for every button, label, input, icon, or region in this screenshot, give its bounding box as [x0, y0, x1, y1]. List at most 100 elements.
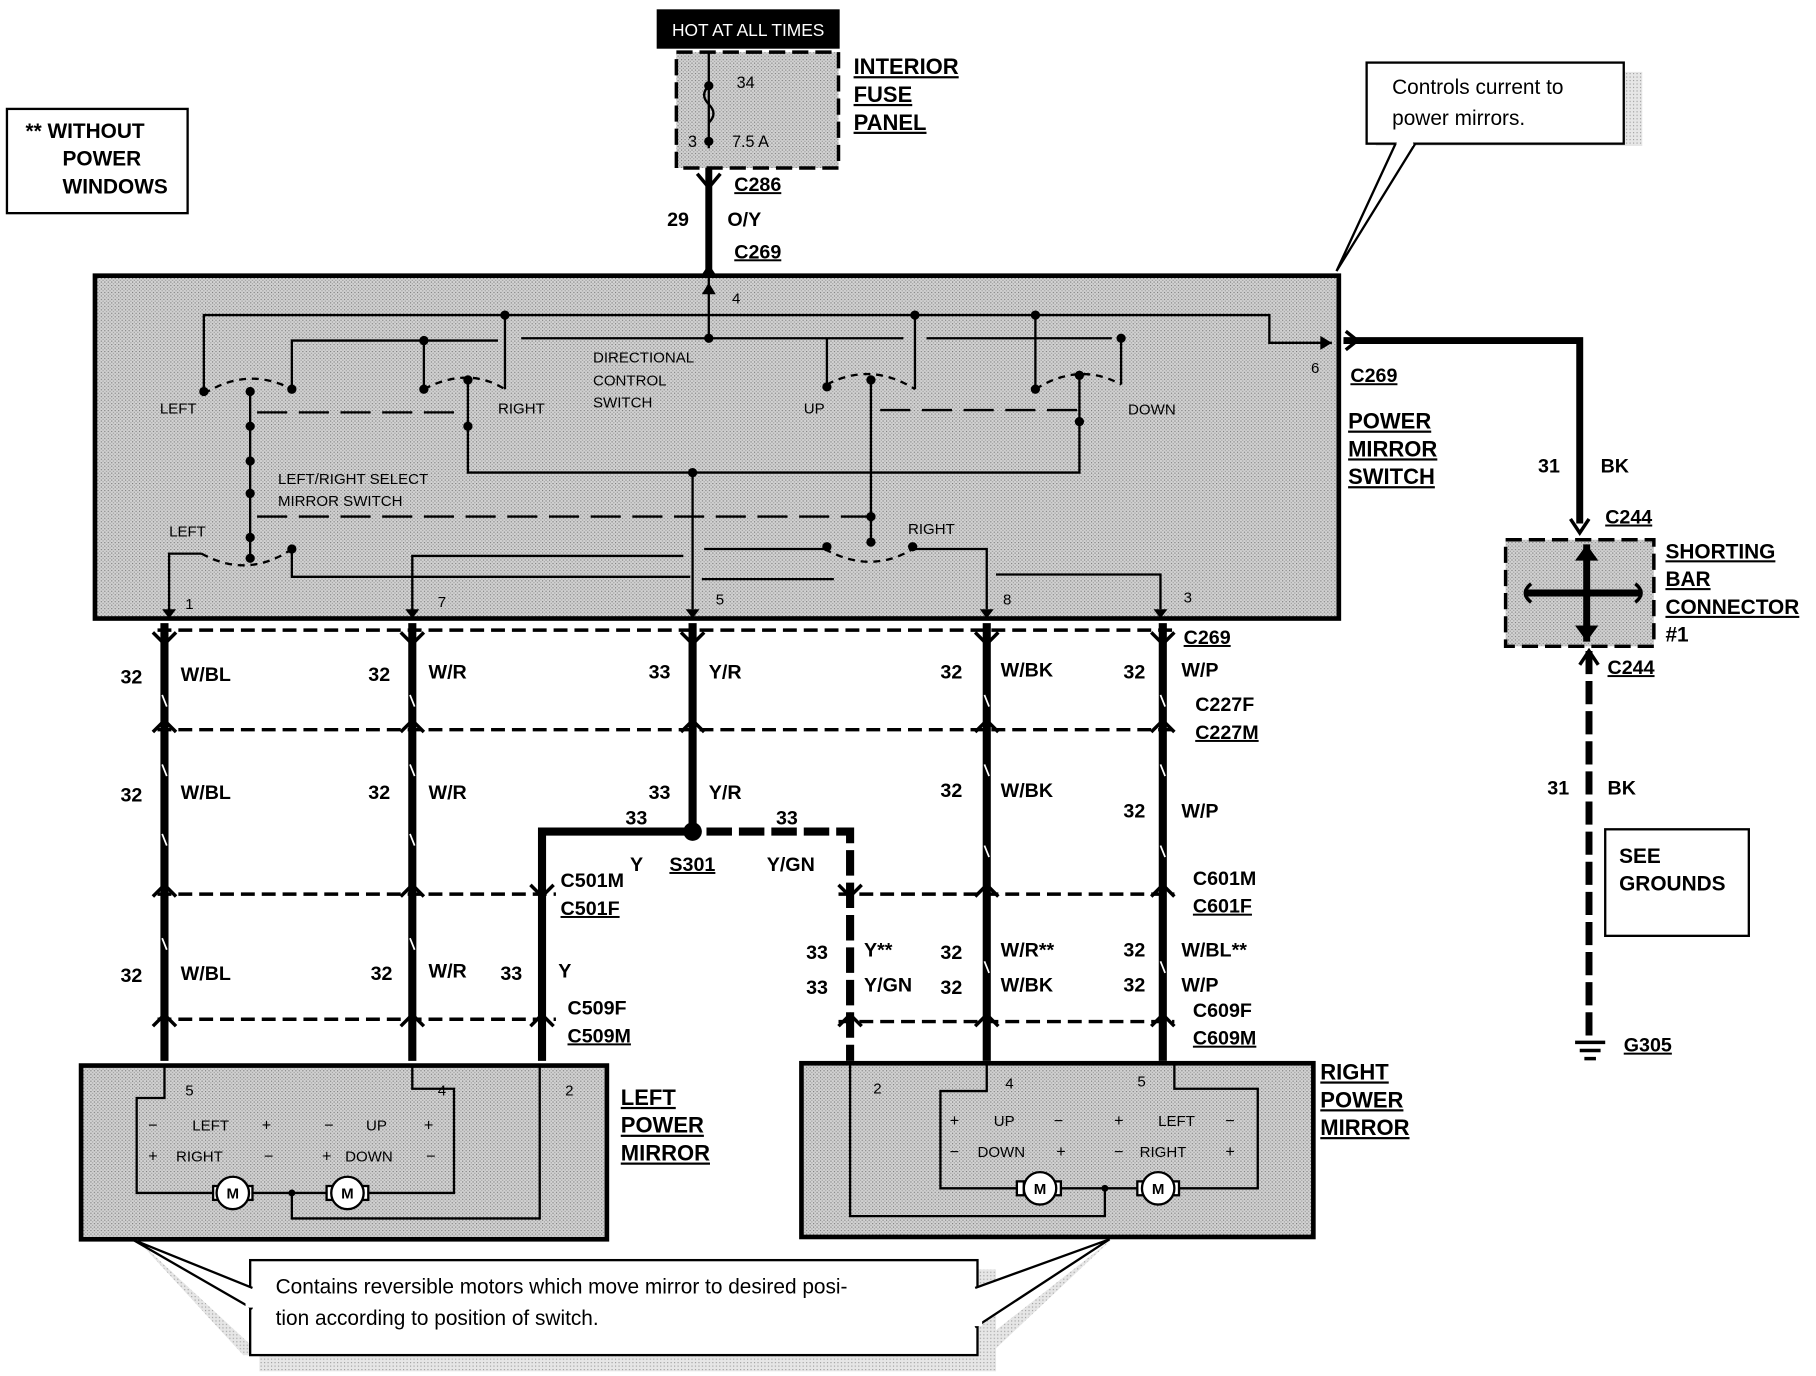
see-grounds-2: GROUNDS: [1619, 873, 1726, 896]
r1-w2: W/R: [429, 662, 467, 684]
shorting-label-2: BAR: [1665, 568, 1710, 591]
left-r2-m2: −: [426, 1148, 435, 1166]
left-r2-m: −: [264, 1148, 273, 1166]
switch-label-down: DOWN: [1128, 402, 1176, 419]
left-motor-1: M: [227, 1186, 240, 1203]
power-mirror-switch: 4 6 1 7 5 8 3 LEFT RIGHT UP DOWN LEFT RI…: [92, 273, 1437, 621]
right-r1-p2: +: [1114, 1112, 1123, 1130]
fuse-number: 34: [737, 74, 755, 92]
r1-c1: 32: [120, 666, 142, 688]
right-r1-m2: −: [1225, 1112, 1234, 1130]
r2-w2: W/R: [429, 782, 467, 804]
c609f: C609F: [1193, 1000, 1252, 1022]
left-r1-m2: −: [324, 1116, 333, 1134]
right-mirror-title-1: RIGHT: [1320, 1059, 1389, 1084]
right-pin-4: 4: [1005, 1076, 1013, 1093]
r3r-a-w: Y**: [864, 940, 893, 962]
left-pin-2: 2: [565, 1083, 573, 1100]
switch-pin-7: 7: [438, 594, 446, 611]
right-r2-p2: +: [1225, 1143, 1234, 1161]
left-mirror-title-2: POWER: [621, 1113, 704, 1138]
right-motor-2: M: [1152, 1181, 1165, 1198]
right-r2-m: −: [950, 1143, 959, 1161]
switch-pin-1: 1: [185, 596, 193, 613]
splice-left-color: Y: [630, 854, 643, 876]
r3r-a2-c: 33: [806, 977, 828, 999]
shorting-label-1: SHORTING: [1665, 540, 1775, 563]
left-motor-2: M: [341, 1186, 354, 1203]
hot-label: HOT AT ALL TIMES: [656, 9, 840, 49]
ground-icon: [1575, 1040, 1606, 1061]
left-r2-p2: +: [322, 1148, 331, 1166]
c509m: C509M: [568, 1025, 631, 1047]
legend-box: ** WITHOUT POWER WINDOWS: [5, 107, 189, 215]
r2-w3: Y/R: [709, 782, 742, 804]
fuse-icon: [703, 84, 715, 124]
callout-top-line-2: power mirrors.: [1392, 107, 1525, 130]
callout-bottom: Contains reversible motors which move mi…: [131, 1238, 1112, 1372]
left-r1-m: −: [148, 1116, 157, 1134]
select-label-right: RIGHT: [908, 521, 955, 538]
right-pin-2: 2: [873, 1080, 881, 1097]
hot-label-text: HOT AT ALL TIMES: [672, 20, 824, 40]
r3-c1: 32: [120, 965, 142, 987]
right-mirror-title-2: POWER: [1320, 1087, 1403, 1112]
r3r-b-w: W/R**: [1001, 940, 1055, 962]
right-r2-l: DOWN: [977, 1144, 1025, 1161]
legend-line-1: ** WITHOUT: [25, 120, 144, 143]
c601m: C601M: [1193, 868, 1256, 890]
switch-pin-3: 3: [1184, 589, 1192, 606]
ground-circuit-color-2: BK: [1608, 778, 1637, 800]
left-mirror-title-1: LEFT: [621, 1085, 677, 1110]
switch-pin-5: 5: [716, 592, 724, 609]
r2-c3: 33: [649, 782, 671, 804]
switch-label-left: LEFT: [160, 401, 197, 418]
c227m: C227M: [1195, 722, 1258, 744]
fuse-panel-label-3: PANEL: [854, 110, 927, 135]
c501f: C501F: [561, 898, 620, 920]
left-pin-4: 4: [438, 1083, 446, 1100]
right-r1-l: UP: [994, 1113, 1015, 1130]
splice-left-circuit: 33: [625, 808, 647, 830]
select-switch-label-1: LEFT/RIGHT SELECT: [278, 471, 428, 488]
r3r-c2-w: W/P: [1181, 974, 1218, 996]
c501m: C501M: [561, 870, 624, 892]
shorting-label-4: #1: [1665, 624, 1688, 647]
right-power-mirror: M M 2 4 5 + UP − + LEFT − − DOWN + − RIG…: [799, 1059, 1410, 1240]
callout-top: Controls current to power mirrors.: [1335, 61, 1643, 272]
r3-w1: W/BL: [181, 963, 231, 985]
r1-c3: 33: [649, 662, 671, 684]
directional-label-2: CONTROL: [593, 373, 667, 390]
c269-top-label: C269: [734, 241, 781, 263]
fuse-panel-label-1: INTERIOR: [854, 54, 959, 79]
callout-bottom-line-2: tion according to position of switch.: [276, 1307, 599, 1330]
splice-name: S301: [669, 854, 715, 876]
r3-w3: Y: [558, 961, 571, 983]
left-r2-l2: DOWN: [345, 1149, 393, 1166]
r2-w1: W/BL: [181, 782, 231, 804]
switch-title-2: MIRROR: [1348, 436, 1437, 461]
c269-harness: C269: [1184, 627, 1231, 649]
fuse-panel-label-2: FUSE: [854, 82, 913, 107]
right-motor-1: M: [1034, 1181, 1047, 1198]
r2-w5: W/P: [1181, 801, 1218, 823]
feed-color: O/Y: [727, 209, 761, 231]
motor-icon: [211, 1175, 370, 1211]
r3r-c2-c: 32: [1123, 974, 1145, 996]
r3r-c-w: W/BL**: [1181, 940, 1247, 962]
switch-pin-6: 6: [1311, 360, 1319, 377]
switch-title-1: POWER: [1348, 409, 1431, 434]
g305-label: G305: [1624, 1035, 1672, 1057]
c244-bottom: C244: [1608, 657, 1655, 679]
legend-line-3: WINDOWS: [63, 175, 168, 198]
harness: 32 W/BL 32 W/R 33 Y/R 32 W/BK 32 W/P C26…: [120, 623, 1259, 1061]
shorting-label-3: CONNECTOR: [1665, 596, 1799, 619]
ground-circuit: C269 31 BK C244 SHORTING BAR CONNECTOR #…: [1343, 329, 1799, 1061]
r2-c1: 32: [120, 785, 142, 807]
feed-circuit: 29: [667, 209, 689, 231]
right-r1-l2: LEFT: [1158, 1113, 1195, 1130]
right-r2-l2: RIGHT: [1140, 1144, 1187, 1161]
left-r1-p2: +: [424, 1116, 433, 1134]
c601f: C601F: [1193, 896, 1252, 918]
